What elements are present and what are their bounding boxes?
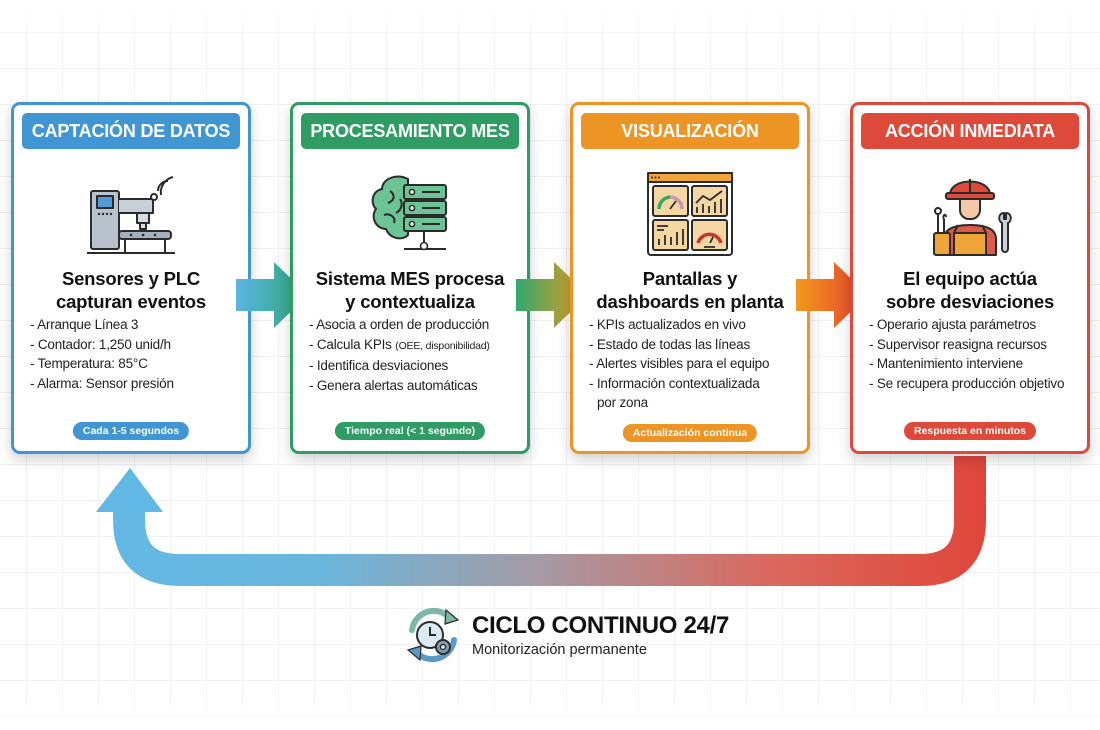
list-item: - Temperatura: 85°C [30,356,148,371]
footer-cycle: CICLO CONTINUO 24/7 Monitorización perma… [402,605,729,665]
list-item: - Calcula KPIs (OEE, disponibilidad) [309,335,519,357]
list-item: - Estado de todas las líneas [589,336,751,352]
brain-server-icon [371,175,447,251]
card-list: - KPIs actualizados en vivo - Estado de … [581,315,799,413]
card-header: PROCESAMIENTO MES [301,113,519,149]
card-procesamiento-mes: PROCESAMIENTO MES Sistema MES procesa y … [290,102,530,454]
card-header: VISUALIZACIÓN [581,113,799,149]
list-item: - Supervisor reasigna recursos [869,336,1047,352]
list-item: - Alertes visibles para el equipo [589,356,770,371]
dashboard-icon [647,172,733,256]
list-item-note: (OEE, disponibilidad) [395,339,490,352]
card-title-line: sobre desviaciones [885,291,1055,312]
frequency-badge: Cada 1-5 segundos [72,422,190,440]
list-item: - Asocia a orden de producción [309,317,490,332]
cycle-clock-gear-icon [406,607,460,663]
card-captacion-datos: CAPTACIÓN DE DATOS Sensores y PLC captur… [11,102,251,454]
frequency-badge: Actualización continua [622,424,758,442]
card-list: - Operario ajusta parámetros - Superviso… [861,315,1079,393]
list-item: - Información contextualizada [589,375,760,391]
list-item: - Contador: 1,250 unid/h [30,336,171,352]
list-item: - Arranque Línea 3 [30,317,139,332]
list-item: - Genera alertas automáticas [309,377,478,393]
machine-sensor-icon [87,176,175,254]
card-header: CAPTACIÓN DE DATOS [22,113,240,149]
card-accion-inmediata: ACCIÓN INMEDIATA El equipo actúa sobre d… [850,102,1090,454]
card-title: Pantallas y dashboards en planta [581,267,799,313]
card-title-line: Pantallas y [642,268,738,289]
list-item: - Mantenimiento interviene [869,356,1023,371]
list-item: por zona [597,395,648,410]
card-title-line: dashboards en planta [596,291,784,312]
frequency-badge: Respuesta en minutos [903,422,1037,440]
card-list: - Asocia a orden de producción - Calcula… [301,315,519,395]
footer-title: CICLO CONTINUO 24/7 [472,611,729,639]
footer-subtitle: Monitorización permanente [472,641,647,658]
list-item: - Se recupera producción objetivo [869,375,1065,391]
list-item: - KPIs actualizados en vivo [589,317,746,332]
card-title: El equipo actúa sobre desviaciones [861,267,1079,313]
list-item-text: - Calcula KPIs [309,336,392,352]
list-item: - Alarma: Sensor presión [30,375,174,391]
card-title-line: Sensores y PLC [61,268,201,289]
frequency-badge: Tiempo real (< 1 segundo) [334,422,486,440]
list-item: - Identifica desviaciones [309,358,449,373]
card-title-line: capturan eventos [56,291,206,312]
card-title-line: y contextualiza [345,291,475,312]
card-title: Sensores y PLC capturan eventos [22,267,240,313]
worker-icon [933,179,1012,256]
card-title-line: Sistema MES procesa [315,268,505,289]
card-title-line: El equipo actúa [903,268,1037,289]
card-title: Sistema MES procesa y contextualiza [301,267,519,313]
list-item: - Operario ajusta parámetros [869,317,1036,332]
card-header: ACCIÓN INMEDIATA [861,113,1079,149]
card-visualizacion: VISUALIZACIÓN Pantallas y dashboards [570,102,810,454]
card-list: - Arranque Línea 3 - Contador: 1,250 uni… [22,315,240,393]
